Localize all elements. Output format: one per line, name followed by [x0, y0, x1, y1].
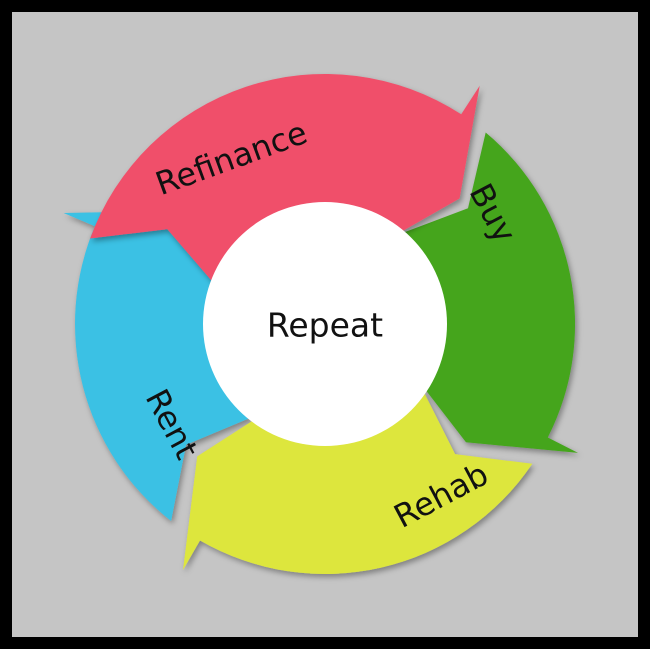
center-circle [203, 202, 447, 446]
diagram-frame: Repeat Refinance Buy Rehab Rent [12, 12, 638, 637]
rent-arrow [63, 210, 253, 521]
refinance-arrow [90, 73, 480, 284]
cycle-diagram: Repeat Refinance Buy Rehab Rent [63, 73, 578, 575]
rehab-arrow [183, 390, 533, 575]
center-label: Repeat [267, 306, 383, 345]
buy-arrow [400, 132, 578, 453]
